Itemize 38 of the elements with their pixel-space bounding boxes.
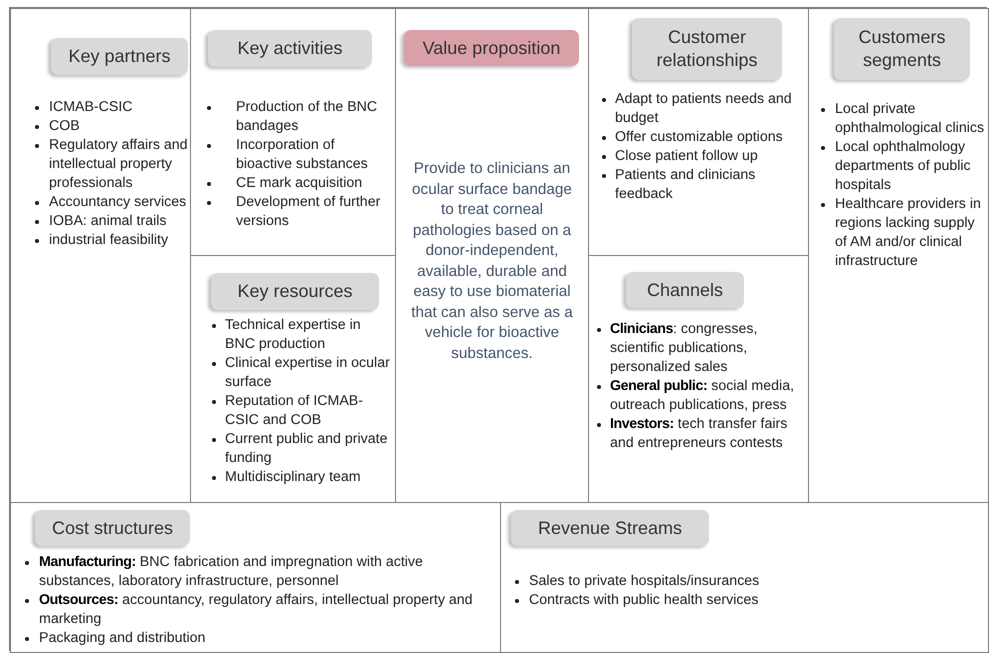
bullet-item: Accountancy services	[49, 194, 186, 210]
bullet-item: Patients and clinicians feedback	[615, 167, 756, 202]
bullet-item: Offer customizable options	[615, 129, 783, 145]
bullet-item: Reputation of ICMAB-CSIC and COB	[225, 393, 363, 428]
section-heading: Key partners	[51, 38, 188, 75]
section-heading: Key activities	[208, 30, 372, 67]
bullet-item: Production of the BNC bandages	[236, 99, 378, 134]
section-heading: Value proposition	[404, 30, 579, 66]
bullet-item: Healthcare providers in regions lacking supply of AM and/or clinical infrastructure	[835, 196, 981, 269]
bullet-item: Adapt to patients needs and budget	[615, 91, 792, 126]
bullet-item: Current public and private funding	[225, 431, 388, 466]
value-statement: Provide to clinicians an ocular surface bandage to treat corneal pathologies based on a donor-independent, available, durable and easy to use biomaterial that can also serve as a vehicle for bioactive substances.	[410, 159, 574, 364]
bullet-item: Multidisciplinary team	[225, 469, 361, 485]
bullet-item: Incorporation of bioactive substances	[236, 137, 368, 172]
bullet-item: Packaging and distribution	[39, 630, 206, 646]
bullet-item: industrial feasibility	[49, 232, 168, 248]
section-heading: Channels	[626, 272, 744, 308]
bullet-item: Local private ophthalmological clinics	[835, 101, 984, 136]
bullet-item: Contracts with public health services	[529, 592, 758, 608]
section-heading: Cost structures	[35, 510, 190, 546]
bullet-item: ICMAB-CSIC	[49, 99, 133, 115]
bullet-item: Sales to private hospitals/insurances	[529, 573, 760, 589]
bullet-item: Investors: tech transfer fairs and entrepreneurs contests	[610, 416, 788, 451]
bullet-item: Local ophthalmology departments of public hospitals	[835, 139, 971, 193]
canvas-section	[500, 502, 989, 653]
bullet-item: IOBA: animal trails	[49, 213, 166, 229]
bullet-item: CE mark acquisition	[236, 175, 362, 191]
bullet-item: Outsources: accountancy, regulatory affairs, intellectual property and marketing	[39, 592, 473, 627]
bullet-item: Clinical expertise in ocular surface	[225, 355, 390, 390]
section-heading: Key resources	[211, 273, 379, 310]
bullet-item: COB	[49, 118, 80, 134]
bullet-item: Technical expertise in BNC production	[225, 317, 361, 352]
bullet-item: Development of further versions	[236, 194, 380, 229]
section-heading: Customer relationships	[632, 18, 782, 80]
section-heading: Customers segments	[834, 18, 970, 80]
bullet-item: Regulatory affairs and intellectual property professionals	[49, 137, 188, 191]
section-heading: Revenue Streams	[511, 510, 709, 546]
bullet-item: Close patient follow up	[615, 148, 758, 164]
